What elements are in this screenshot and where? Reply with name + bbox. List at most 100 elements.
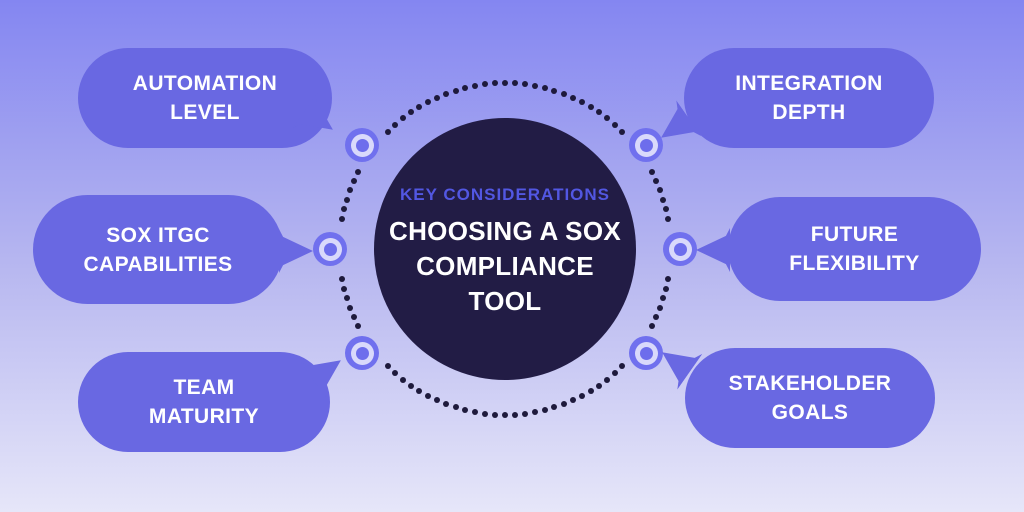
connector-ring-middle: [634, 341, 658, 365]
dot: [657, 187, 664, 194]
dot: [570, 94, 577, 101]
dot: [653, 314, 660, 321]
dot: [462, 407, 469, 414]
bubble-label: SOX ITGC: [106, 223, 210, 247]
dot: [416, 388, 423, 395]
dot: [665, 275, 672, 282]
dot: [391, 121, 398, 128]
dot: [648, 168, 655, 175]
dot: [551, 87, 558, 94]
connector-ring-middle: [350, 133, 374, 157]
dot: [663, 285, 670, 292]
center-title-line: TOOL: [468, 286, 542, 316]
dot: [551, 404, 558, 411]
dot: [343, 295, 350, 302]
bubble-stakeholder-goals: STAKEHOLDER GOALS: [685, 348, 935, 448]
dot: [612, 121, 619, 128]
dot: [350, 314, 357, 321]
dot: [452, 87, 459, 94]
connector-ring-middle: [668, 237, 692, 261]
dot: [531, 409, 538, 416]
connector-ring-bottom-left: [345, 336, 379, 370]
connector-ring-core: [355, 346, 369, 360]
dot: [481, 81, 488, 88]
dot: [355, 323, 361, 330]
dot: [340, 206, 347, 213]
dot: [338, 275, 345, 282]
dot: [350, 177, 357, 184]
dot: [343, 196, 350, 203]
bubble-future-flexibility: FUTURE FLEXIBILITY: [696, 197, 981, 301]
dot: [399, 376, 406, 383]
bubble-integration-depth: INTEGRATION DEPTH: [684, 48, 934, 148]
dot: [560, 401, 567, 408]
dot: [452, 404, 459, 411]
dot: [619, 128, 626, 135]
dot: [541, 84, 548, 91]
dot: [657, 304, 664, 311]
dot: [391, 370, 398, 377]
dot: [491, 80, 498, 87]
bubble-tail: [279, 229, 313, 273]
dot: [512, 80, 519, 87]
dot: [579, 99, 586, 105]
dot: [472, 409, 479, 416]
dot: [346, 187, 353, 194]
dot: [604, 115, 611, 122]
dot: [443, 401, 450, 408]
dot: [604, 376, 611, 383]
dot: [587, 103, 594, 110]
connector-ring-top-left: [345, 128, 379, 162]
bubble-label: FLEXIBILITY: [789, 252, 920, 275]
bubble-label: STAKEHOLDER: [728, 372, 892, 395]
dot: [338, 216, 345, 223]
connector-ring-core: [639, 138, 653, 152]
bubble-label: MATURITY: [148, 405, 260, 428]
dot: [541, 407, 548, 414]
dot: [462, 84, 469, 91]
dot: [424, 392, 431, 399]
dot: [512, 411, 519, 418]
dot: [346, 304, 353, 311]
dot: [502, 412, 508, 418]
dot: [443, 90, 450, 97]
connector-ring-top-right: [629, 128, 663, 162]
dot: [340, 285, 347, 292]
connector-ring-bottom-right: [629, 336, 663, 370]
dot: [648, 323, 655, 330]
dot: [560, 90, 567, 97]
dot: [355, 168, 361, 175]
connector-ring-right: [663, 232, 697, 266]
bubble-label: INTEGRATION: [735, 72, 883, 95]
bubble-label: CAPABILITIES: [83, 252, 233, 276]
dot: [596, 382, 603, 389]
dot: [587, 388, 594, 395]
center-title: CHOOSING A SOX COMPLIANCE TOOL: [389, 214, 621, 319]
center-title-line: COMPLIANCE: [416, 251, 594, 281]
dot: [522, 410, 528, 417]
dot: [433, 94, 440, 101]
dot: [653, 177, 660, 184]
dot: [665, 216, 672, 223]
bubble-label: DEPTH: [772, 101, 846, 124]
bubble-label: AUTOMATION: [132, 72, 278, 95]
dot: [579, 392, 586, 399]
bubble-automation-level: AUTOMATION LEVEL: [78, 48, 332, 148]
dot: [619, 363, 626, 370]
dot: [531, 82, 538, 89]
bubble-tail: [696, 228, 730, 272]
dot: [660, 196, 667, 203]
dot: [433, 397, 440, 404]
dot: [570, 397, 577, 404]
dot: [472, 82, 479, 89]
dot: [416, 103, 423, 110]
dot: [407, 109, 414, 116]
connector-ring-middle: [350, 341, 374, 365]
connector-ring-core: [639, 346, 653, 360]
dot: [660, 295, 667, 302]
bubble-label: LEVEL: [170, 101, 240, 124]
dot: [491, 411, 498, 418]
connector-ring-core: [355, 138, 369, 152]
dot: [663, 206, 670, 213]
